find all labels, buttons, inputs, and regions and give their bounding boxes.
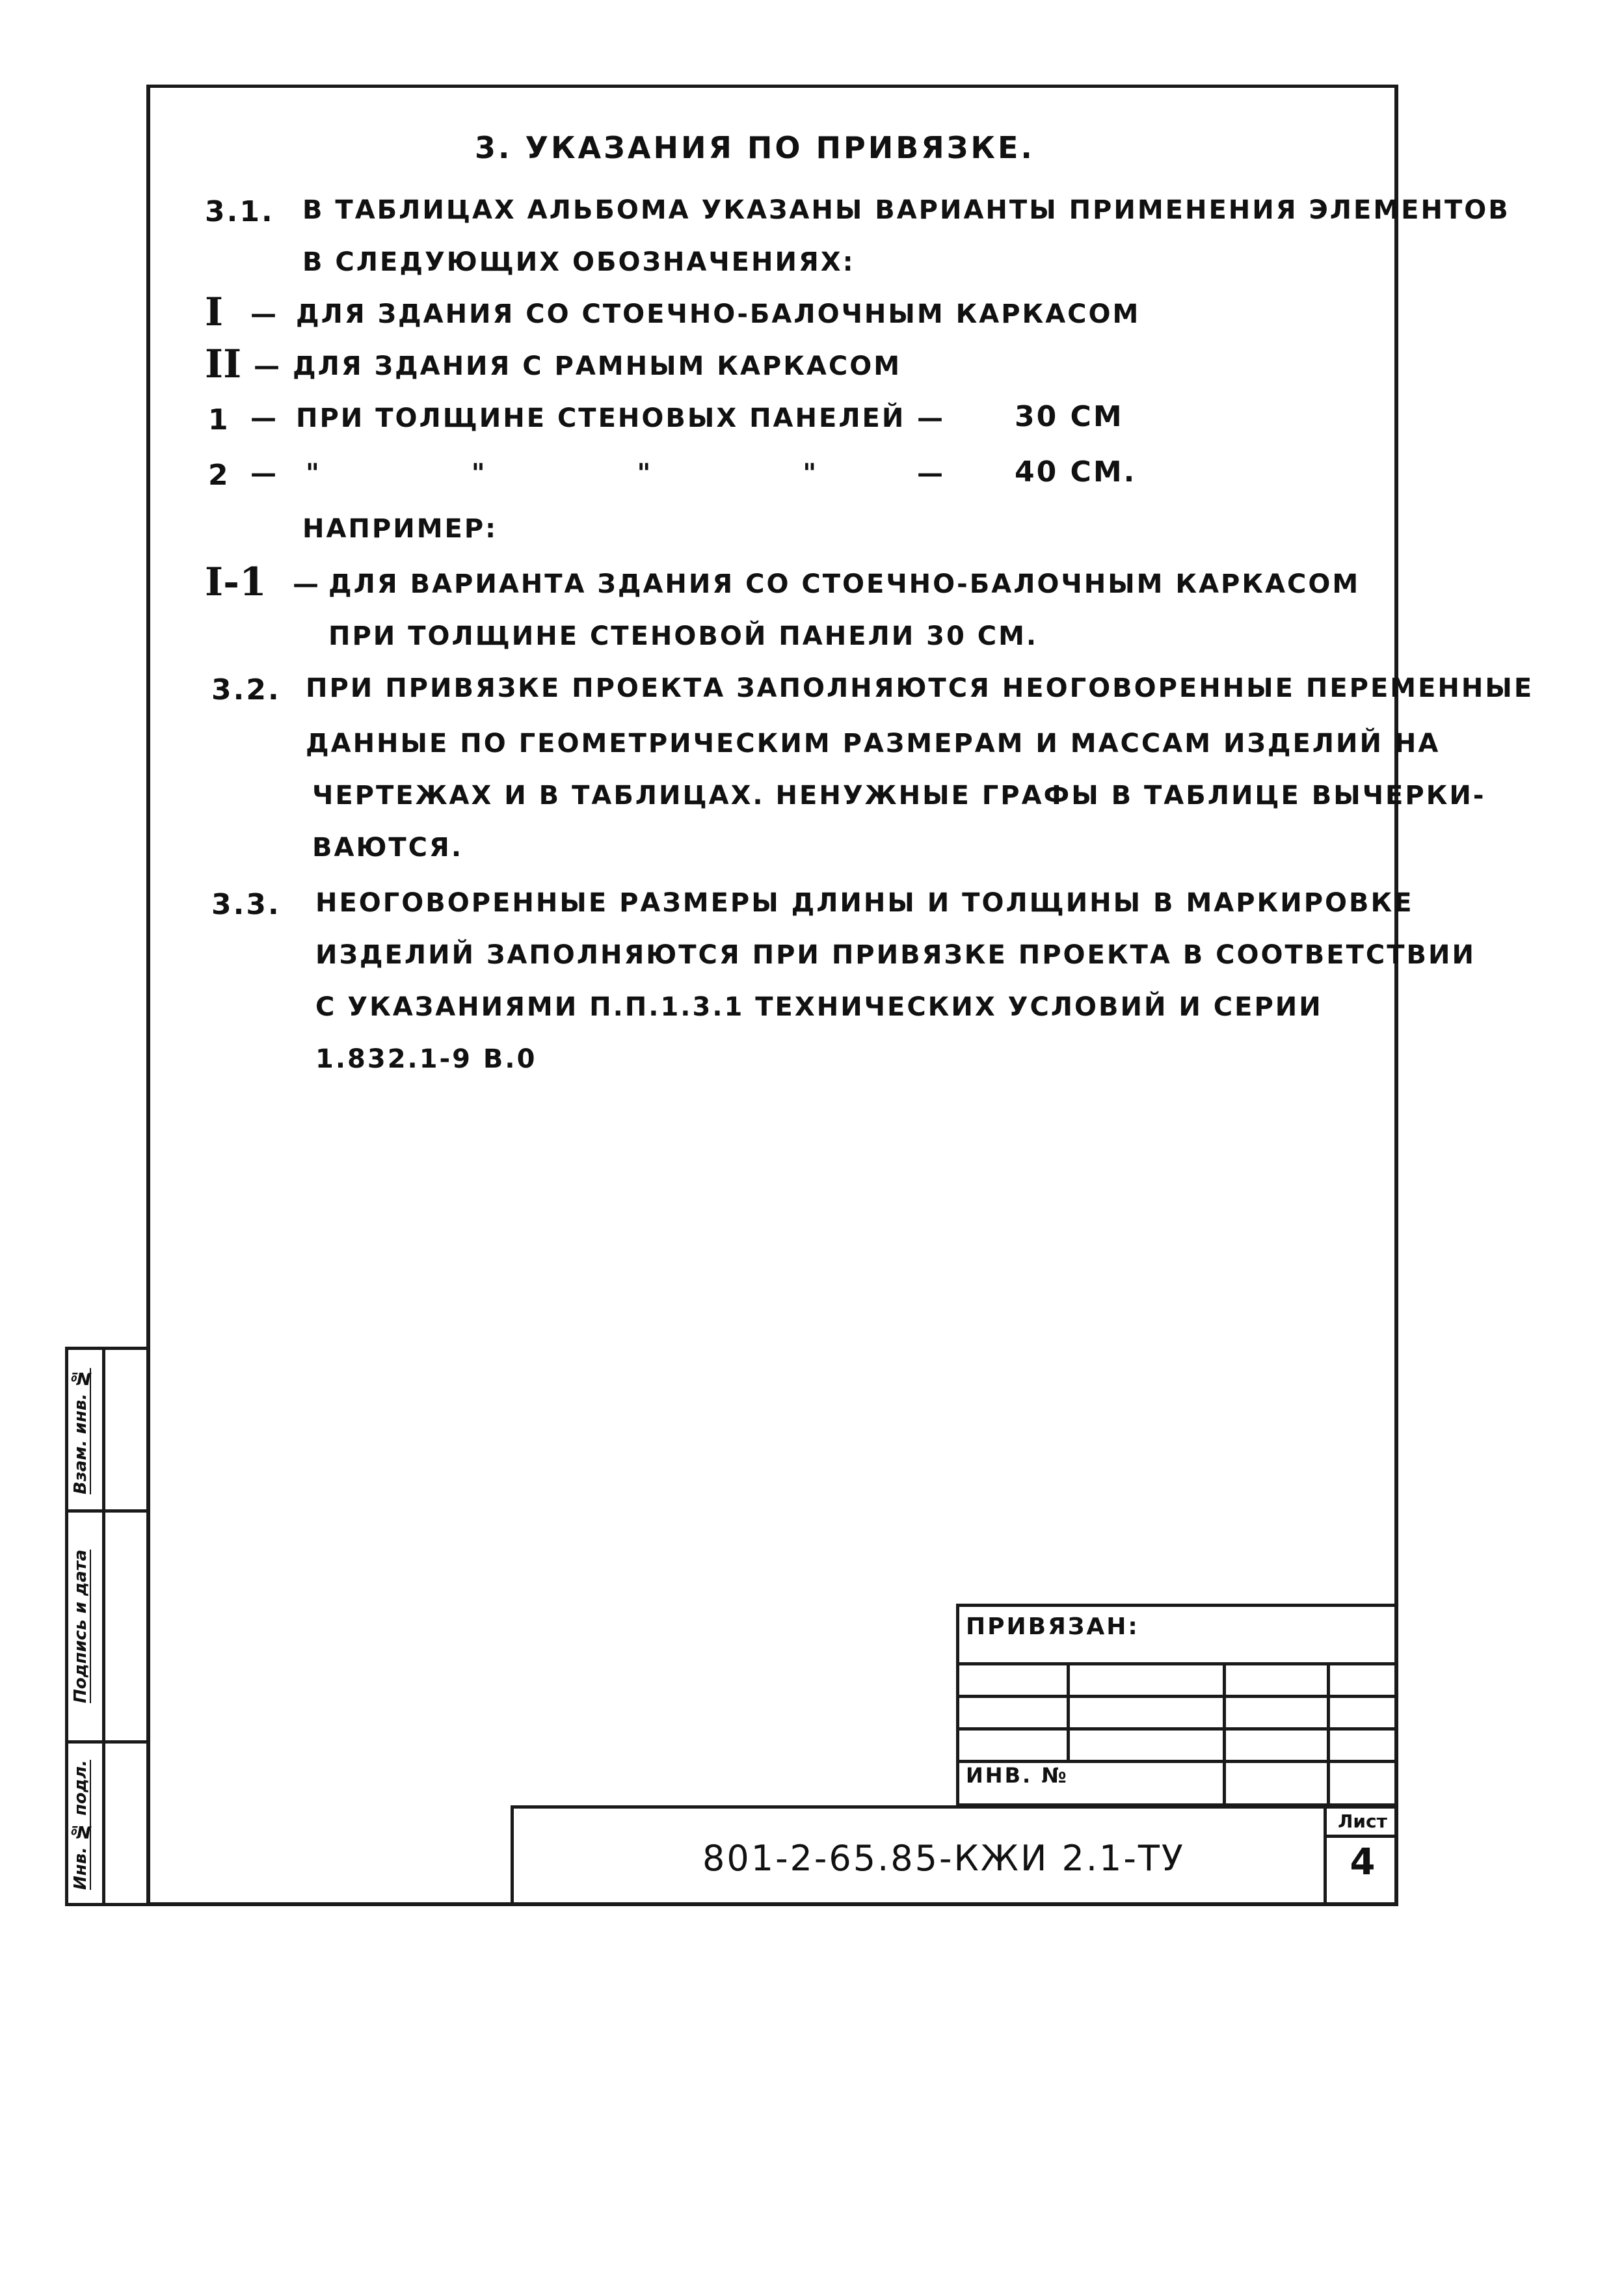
side-strip-divider <box>102 1350 105 1903</box>
legend-sep-4: — <box>917 459 945 489</box>
drawing-frame <box>146 85 1398 1906</box>
side-strip-row-line <box>68 1509 146 1513</box>
example-key: I-1 <box>205 559 267 605</box>
legend-sep-3: — <box>917 403 945 433</box>
legend-text-2: для здания с рамным каркасом <box>293 351 902 381</box>
stamp-grid-line <box>1067 1662 1070 1760</box>
legend-value-4: 40 см. <box>1015 455 1137 489</box>
section-title: 3. Указания по привязке. <box>475 130 1035 165</box>
stamp-grid-line <box>1327 1662 1330 1807</box>
stamp-grid-line <box>956 1760 1398 1763</box>
legend-key-3: 1 <box>208 403 230 437</box>
legend-dash-3: — <box>250 403 278 433</box>
example-label: Например: <box>302 514 498 544</box>
legend-value-3: 30 см <box>1015 400 1124 433</box>
attachment-stamp: Привязан: Инв. № <box>956 1604 1398 1807</box>
item-3-3-line3: с указаниями п.п.1.3.1 технических услов… <box>315 992 1323 1022</box>
sheet-number: 4 <box>1350 1841 1376 1883</box>
item-3-3-line1: Неоговоренные размеры длины и толщины в … <box>315 888 1414 918</box>
legend-text-3: при толщине стеновых панелей <box>296 403 906 433</box>
example-line2: при толщине стеновой панели 30 см. <box>328 621 1039 651</box>
item-3-1-line2: в следующих обозначениях: <box>302 247 855 277</box>
document-designation: 801-2-65.85-КЖИ 2.1-ТУ <box>702 1838 1185 1879</box>
side-label-signature-date: Подпись и дата <box>71 1549 90 1704</box>
side-label-replace-inv: Взам. инв. № <box>71 1367 90 1495</box>
item-3-3-line2: изделий заполняются при привязке проекта… <box>315 940 1476 970</box>
item-3-2-line1: При привязке проекта заполняются неогово… <box>306 673 1534 703</box>
legend-text-4: " " " " <box>306 459 888 489</box>
legend-key-2: II <box>205 342 242 387</box>
side-strip-row-line <box>68 1740 146 1744</box>
legend-dash-4: — <box>250 459 278 489</box>
sheet-box: Лист 4 <box>1324 1809 1398 1906</box>
legend-dash-1: — <box>250 299 278 329</box>
attached-label: Привязан: <box>966 1613 1139 1640</box>
side-approval-strip: Взам. инв. № Подпись и дата Инв. № подл. <box>65 1347 146 1906</box>
title-block-stamp: 801-2-65.85-КЖИ 2.1-ТУ Лист 4 <box>511 1805 1398 1906</box>
side-label-orig-inv: Инв. № подл. <box>71 1760 90 1890</box>
legend-dash-2: — <box>254 351 282 381</box>
item-3-2-number: 3.2. <box>211 673 281 707</box>
item-3-3-line4: 1.832.1-9 в.0 <box>315 1044 537 1074</box>
item-3-2-line4: ваются. <box>312 833 464 863</box>
example-line1: для варианта здания со стоечно-балочным … <box>328 569 1361 599</box>
item-3-1-line1: В таблицах альбома указаны варианты прим… <box>302 195 1510 225</box>
sheet-label: Лист <box>1327 1809 1398 1838</box>
inv-label: Инв. № <box>966 1763 1069 1788</box>
legend-key-4: 2 <box>208 459 230 492</box>
item-3-1-number: 3.1. <box>205 195 274 228</box>
item-3-2-line3: чертежах и в таблицах. Ненужные графы в … <box>312 781 1486 811</box>
item-3-2-line2: данные по геометрическим размерам и масс… <box>306 729 1441 759</box>
stamp-grid-line <box>1223 1662 1226 1807</box>
example-dash: — <box>293 569 321 599</box>
stamp-grid-line <box>956 1695 1398 1698</box>
legend-key-1: I <box>205 290 224 335</box>
legend-text-1: для здания со стоечно-балочным каркасом <box>296 299 1141 329</box>
item-3-3-number: 3.3. <box>211 888 281 921</box>
stamp-grid-line <box>956 1727 1398 1731</box>
stamp-grid-line <box>956 1662 1398 1665</box>
